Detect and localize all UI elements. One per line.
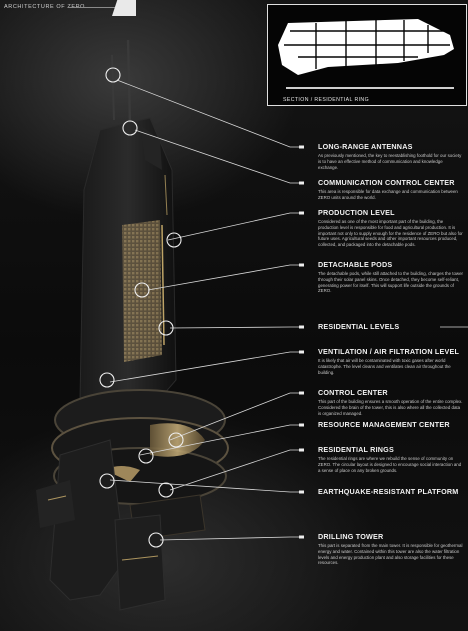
label-drilling-tower: DRILLING TOWER This part is separated fr… — [318, 533, 464, 566]
section-inset — [267, 4, 467, 106]
label-resource-management-center: RESOURCE MANAGEMENT CENTER — [318, 421, 464, 429]
label-communication-control-center: COMMUNICATION CONTROL CENTER This area i… — [318, 179, 464, 201]
label-control-center: CONTROL CENTER This part of the building… — [318, 389, 464, 416]
label-text: The detachable pods, while still attache… — [318, 270, 463, 294]
label-title: DRILLING TOWER — [318, 532, 384, 541]
label-production-level: PRODUCTION LEVEL Considered as one of th… — [318, 209, 464, 248]
label-long-range-antennas: LONG-RANGE ANTENNAS As previously mentio… — [318, 143, 464, 170]
callout-lines — [109, 79, 302, 541]
lower-tower — [49, 439, 126, 601]
label-text: This area is responsible for data exchan… — [318, 188, 458, 200]
antenna-right — [126, 39, 132, 126]
label-title: RESOURCE MANAGEMENT CENTER — [318, 420, 450, 429]
label-title: VENTILATION / AIR FILTRATION LEVEL — [318, 347, 460, 356]
header-tab — [112, 0, 136, 16]
label-title: CONTROL CENTER — [318, 388, 388, 397]
tower-crown — [140, 125, 162, 170]
label-title: COMMUNICATION CONTROL CENTER — [318, 178, 455, 187]
label-title: LONG-RANGE ANTENNAS — [318, 142, 413, 151]
label-title: PRODUCTION LEVEL — [318, 208, 395, 217]
callout-ticks — [299, 145, 304, 539]
label-title: EARTHQUAKE-RESISTANT PLATFORM — [318, 487, 459, 496]
label-residential-rings: RESIDENTIAL RINGS The residential rings … — [318, 446, 464, 473]
label-text: The residential rings are where we rebui… — [318, 455, 462, 473]
header-rule — [68, 7, 122, 8]
label-title: RESIDENTIAL RINGS — [318, 445, 394, 454]
callout-markers — [99, 67, 184, 548]
label-text: This part is separated from the main tow… — [318, 542, 463, 566]
antenna-left — [111, 54, 115, 121]
label-text: It is likely that air will be contaminat… — [318, 357, 451, 375]
earthquake-platform — [36, 480, 75, 528]
label-title: DETACHABLE PODS — [318, 260, 393, 269]
inset-caption: SECTION / RESIDENTIAL RING — [283, 97, 370, 103]
section-drawing — [278, 19, 454, 89]
label-title: RESIDENTIAL LEVELS — [318, 322, 400, 331]
drilling-tower — [114, 514, 166, 611]
label-residential-levels: RESIDENTIAL LEVELS — [318, 323, 464, 331]
production-panel — [122, 220, 162, 362]
label-text: This part of the building ensures a smoo… — [318, 398, 463, 416]
page-title: ARCHITECTURE OF ZERO — [4, 4, 86, 10]
label-text: Considered as one of the most important … — [318, 218, 463, 248]
label-detachable-pods: DETACHABLE PODS The detachable pods, whi… — [318, 261, 464, 294]
label-ventilation: VENTILATION / AIR FILTRATION LEVEL It is… — [318, 348, 464, 375]
label-text: As previously mentioned, the key to rees… — [318, 152, 462, 170]
label-earthquake-platform: EARTHQUAKE-RESISTANT PLATFORM — [318, 488, 464, 496]
